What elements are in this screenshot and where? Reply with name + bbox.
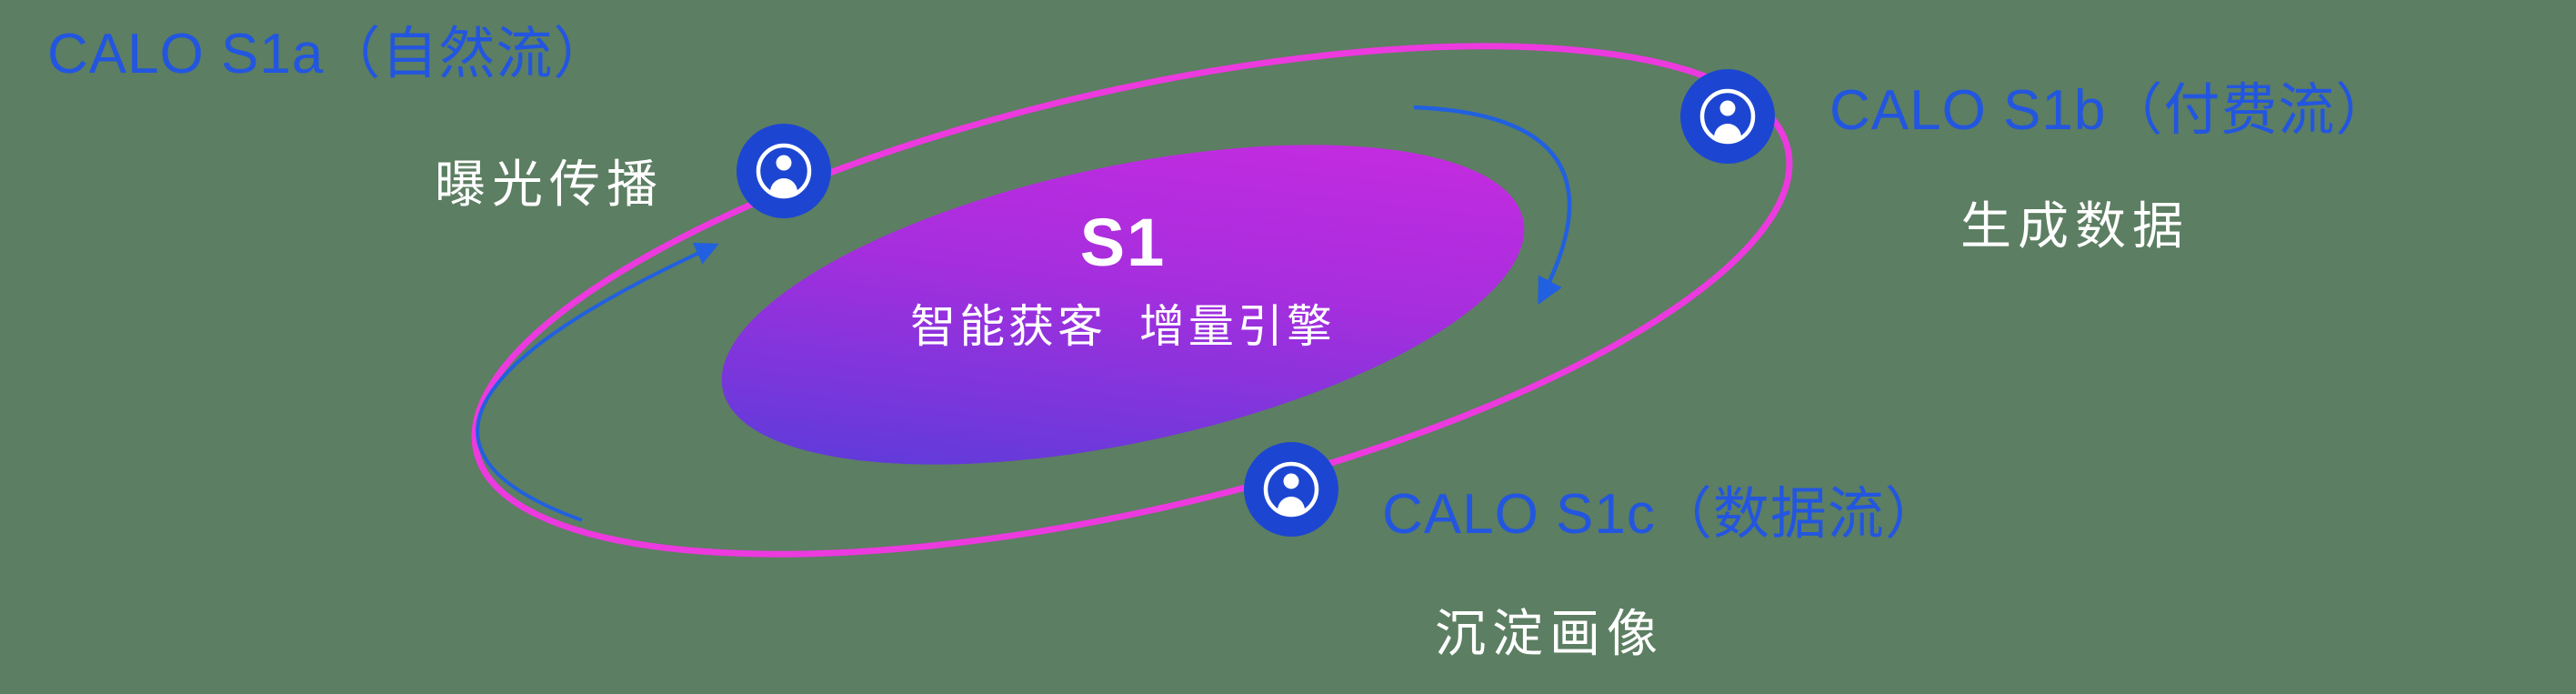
center-title: S1 (1079, 205, 1167, 280)
center-ellipse (721, 145, 1525, 465)
sublabel-calo-s1b: 生成数据 (1960, 197, 2190, 255)
center-text-group: S1 智能获客 增量引擎 (910, 204, 1336, 356)
label-calo-s1c: CALO S1c（数据流） (1382, 483, 1942, 546)
node-s1b (1680, 69, 1775, 164)
orbit-ellipse (471, 43, 1793, 558)
label-calo-s1a: CALO S1a（自然流） (47, 23, 611, 85)
node-circle (1680, 69, 1775, 164)
sublabel-calo-s1c: 沉淀画像 (1435, 605, 1664, 662)
sublabel-calo-s1a: 曝光传播 (435, 156, 664, 213)
node-s1c (1244, 442, 1338, 537)
node-circle (737, 124, 831, 218)
label-calo-s1b: CALO S1b（付费流） (1829, 79, 2393, 142)
flow-arrow-left (476, 242, 719, 522)
user-icon (1263, 461, 1319, 518)
flow-arrow-right (1413, 105, 1572, 306)
node-s1a (737, 124, 831, 218)
user-icon (1699, 88, 1756, 145)
user-icon (756, 143, 812, 199)
center-subtitle: 智能获客 增量引擎 (910, 301, 1336, 352)
node-circle (1244, 442, 1338, 537)
